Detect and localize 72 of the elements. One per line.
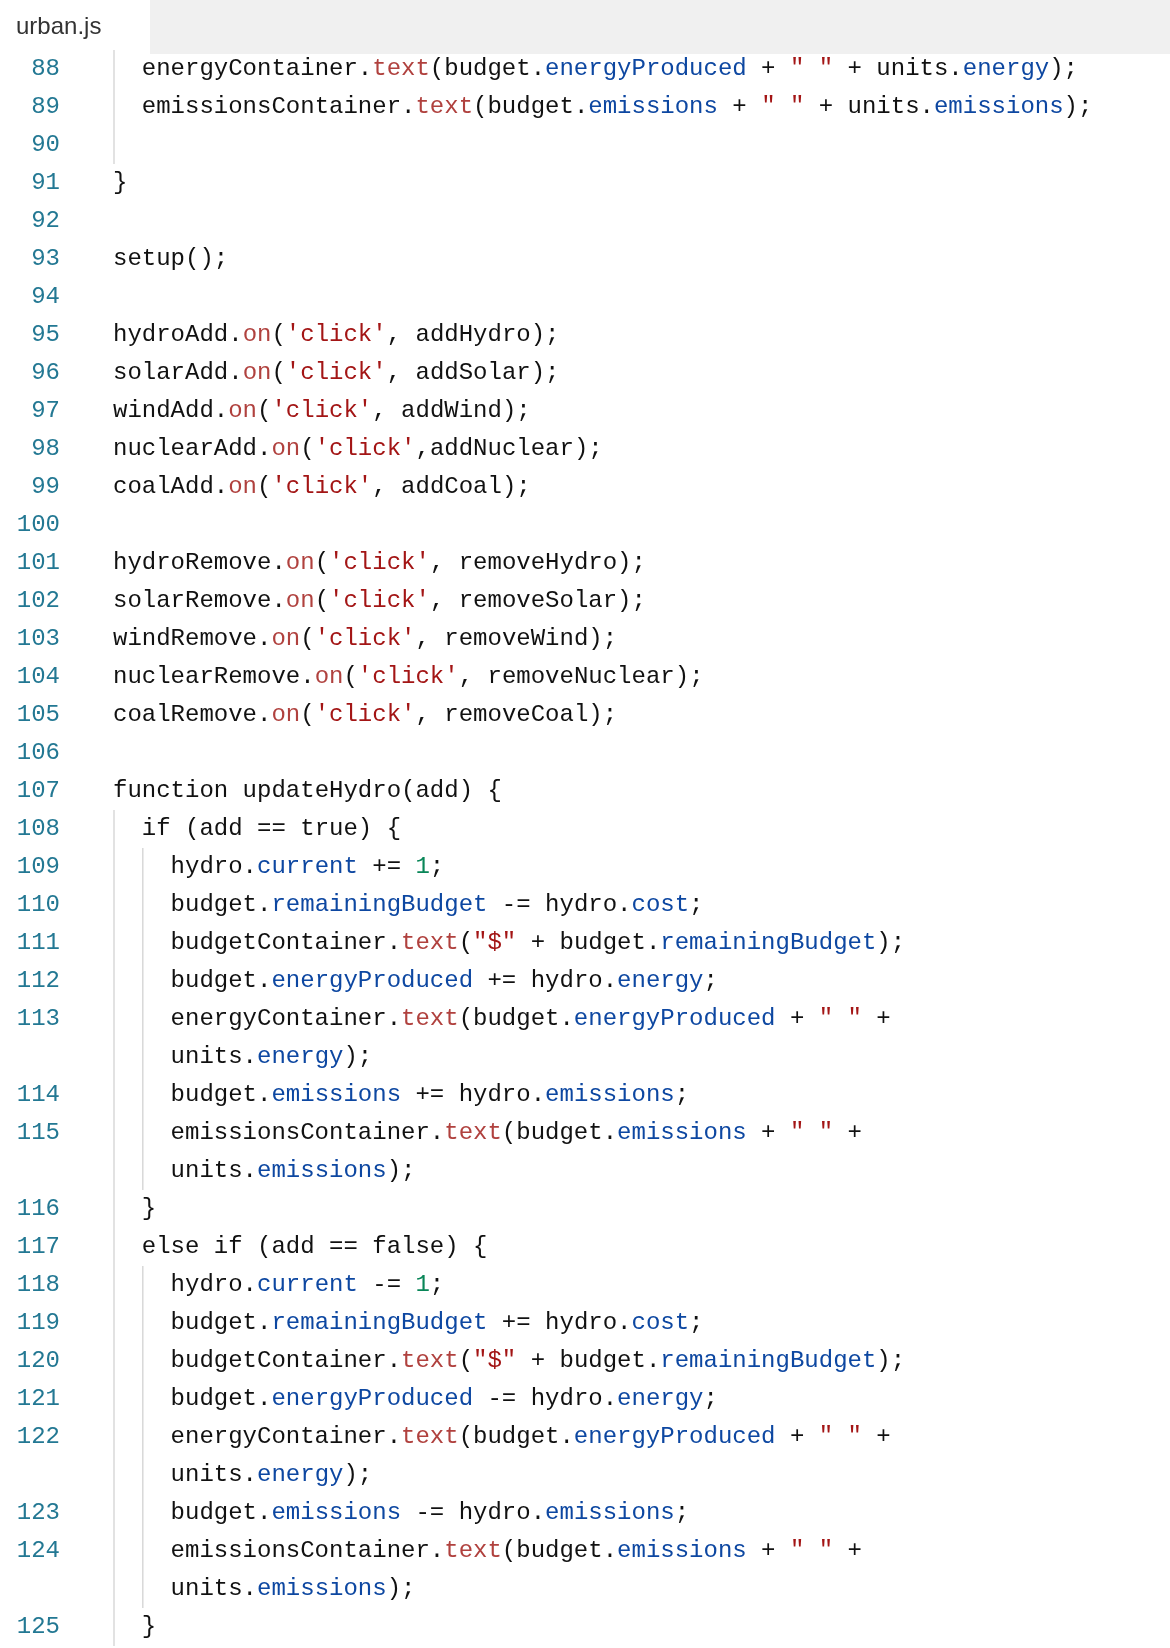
code-line: emissionsContainer.text(budget.emissions + " " + units.emissions); (170, 1118, 863, 1186)
line-number: 91 (30, 168, 60, 198)
line-number: 93 (30, 244, 60, 274)
line-number: 88 (30, 54, 60, 84)
line-number: 98 (30, 434, 60, 464)
line-number: 95 (30, 320, 60, 350)
code-line: solarRemove.on('click', removeSolar); (113, 586, 647, 616)
code-line: hydro.current += 1; (170, 852, 446, 882)
code-line: budget.remainingBudget -= hydro.cost; (170, 890, 705, 920)
code-line: setup(); (113, 244, 230, 274)
code-line: coalRemove.on('click', removeCoal); (113, 700, 619, 730)
code-line: solarAdd.on('click', addSolar); (113, 358, 561, 388)
code-line: budgetContainer.text("$" + budget.remainingBudget); (170, 1346, 907, 1376)
code-line: } (113, 168, 129, 198)
code-line: hydro.current -= 1; (170, 1270, 446, 1300)
line-number: 114 (15, 1080, 60, 1110)
line-number: 100 (15, 510, 60, 540)
code-line: nuclearRemove.on('click', removeNuclear); (113, 662, 705, 692)
line-number: 109 (15, 852, 60, 882)
line-number: 108 (15, 814, 60, 844)
line-number: 119 (15, 1308, 60, 1338)
code-line: budgetContainer.text("$" + budget.remainingBudget); (170, 928, 907, 958)
code-line: windRemove.on('click', removeWind); (113, 624, 619, 654)
code-line: budget.emissions += hydro.emissions; (170, 1080, 691, 1110)
line-number: 111 (15, 928, 60, 958)
line-number: 97 (30, 396, 60, 426)
line-number: 90 (30, 130, 60, 160)
line-number: 122 (15, 1422, 60, 1452)
line-number: 89 (30, 92, 60, 122)
line-number: 110 (15, 890, 60, 920)
code-line: hydroAdd.on('click', addHydro); (113, 320, 561, 350)
line-number: 92 (30, 206, 60, 236)
code-line: coalAdd.on('click', addCoal); (113, 472, 532, 502)
line-number: 107 (15, 776, 60, 806)
code-line: hydroRemove.on('click', removeHydro); (113, 548, 647, 578)
code-line: nuclearAdd.on('click',addNuclear); (113, 434, 604, 464)
line-number: 125 (15, 1612, 60, 1642)
code-line: energyContainer.text(budget.energyProduced + " " + units.energy); (170, 1422, 892, 1490)
line-number: 120 (15, 1346, 60, 1376)
line-number: 105 (15, 700, 60, 730)
line-number: 121 (15, 1384, 60, 1414)
code-line: } (141, 1194, 158, 1224)
line-number: 116 (15, 1194, 60, 1224)
line-number: 104 (15, 662, 60, 692)
line-number: 112 (15, 966, 60, 996)
line-number: 106 (15, 738, 60, 768)
code-line: else if (add == false) { (141, 1232, 489, 1262)
line-number: 101 (15, 548, 60, 578)
code-line: budget.remainingBudget += hydro.cost; (170, 1308, 705, 1338)
line-number: 113 (15, 1004, 60, 1034)
line-number: 94 (30, 282, 60, 312)
line-number: 123 (15, 1498, 60, 1528)
code-line: windAdd.on('click', addWind); (113, 396, 532, 426)
code-line: emissionsContainer.text(budget.emissions + " " + units.emissions); (141, 92, 1094, 122)
line-number: 102 (15, 586, 60, 616)
code-line: budget.energyProduced -= hydro.energy; (170, 1384, 719, 1414)
code-line: emissionsContainer.text(budget.emissions + " " + units.emissions); (170, 1536, 863, 1604)
line-number: 115 (15, 1118, 60, 1148)
line-number: 103 (15, 624, 60, 654)
code-line: function updateHydro(add) { (113, 776, 503, 806)
code-line: energyContainer.text(budget.energyProduced + " " + units.energy); (170, 1004, 892, 1072)
line-number: 117 (15, 1232, 60, 1262)
code-line: if (add == true) { (141, 814, 403, 844)
line-number: 124 (15, 1536, 60, 1566)
line-number: 96 (30, 358, 60, 388)
code-line: } (141, 1612, 158, 1642)
file-tab: urban.js (0, 0, 150, 54)
code-line: budget.emissions -= hydro.emissions; (170, 1498, 691, 1528)
line-number: 118 (15, 1270, 60, 1300)
line-number: 99 (30, 472, 60, 502)
code-line: energyContainer.text(budget.energyProduced + " " + units.energy); (141, 54, 1079, 84)
code-line: budget.energyProduced += hydro.energy; (170, 966, 719, 996)
